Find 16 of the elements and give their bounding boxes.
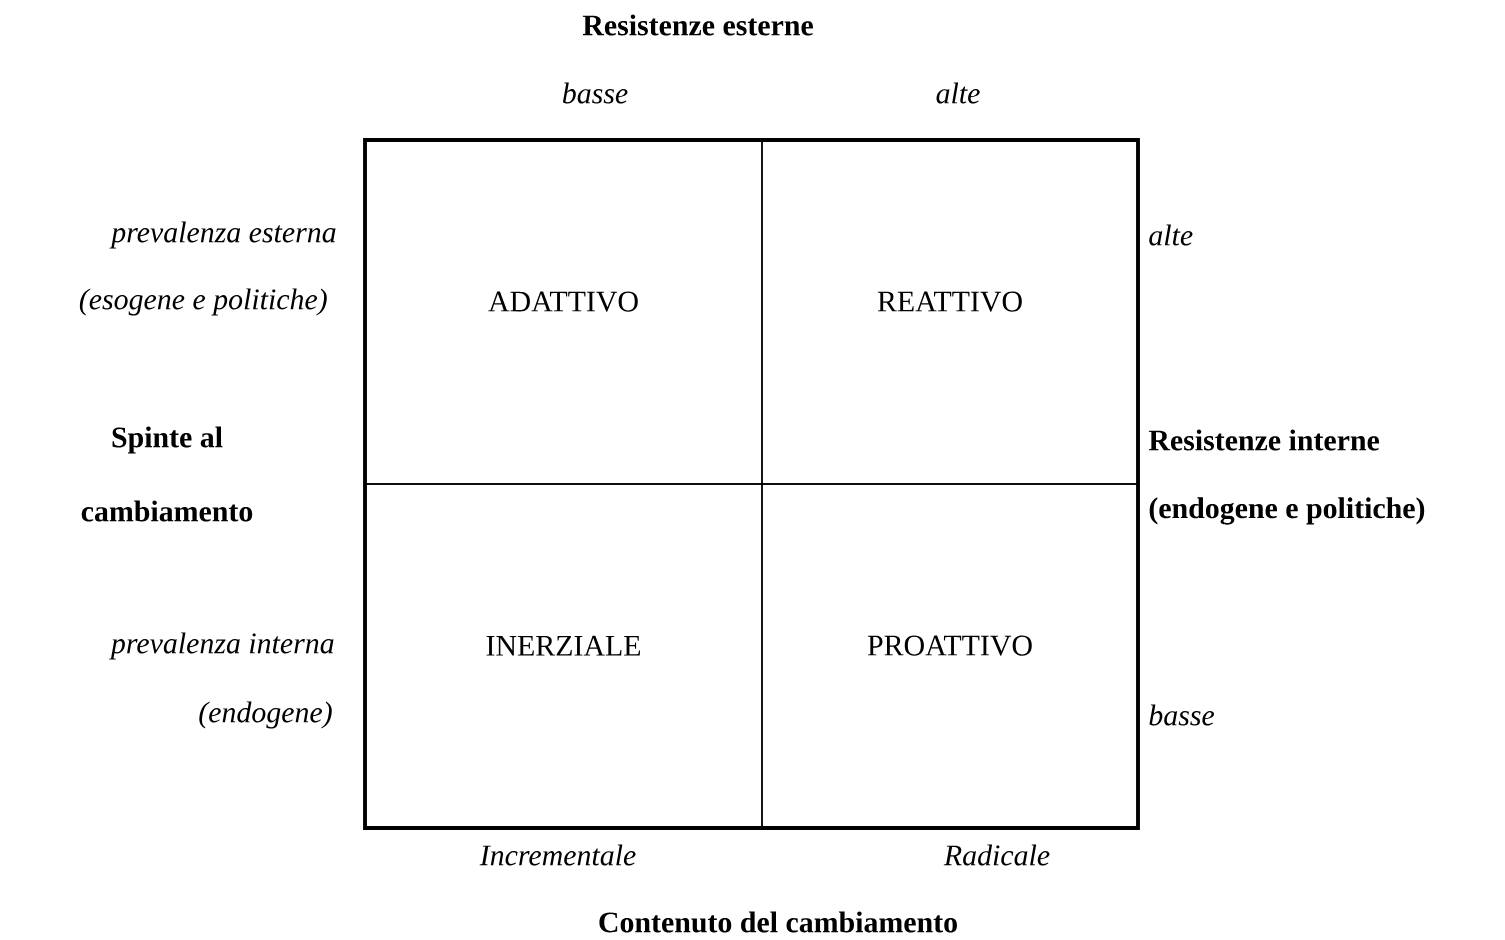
quadrant-cell: INERZIALE <box>364 483 763 829</box>
axis-title: (endogene e politiche) <box>1149 497 1425 525</box>
axis-label: prevalenza esterna <box>109 221 336 249</box>
quadrant-cell: PROATTIVO <box>761 483 1139 829</box>
axis-title: Resistenze esterne <box>582 14 813 36</box>
axis-label: prevalenza interna <box>109 632 334 660</box>
axis-label: alte <box>936 82 980 104</box>
axis-title: cambiamento <box>81 500 253 522</box>
quadrant-cell: REATTIVO <box>761 139 1139 485</box>
axis-label: (endogene) <box>199 701 332 729</box>
axis-label: (esogene e politiche) <box>79 288 327 316</box>
axis-label: basse <box>562 82 628 104</box>
axis-title: Contenuto del cambiamento <box>599 911 957 933</box>
axis-title: Resistenze interne <box>1148 429 1380 451</box>
axis-title: Spinte al <box>112 426 223 454</box>
node-label: ADATTIVO <box>488 291 638 312</box>
